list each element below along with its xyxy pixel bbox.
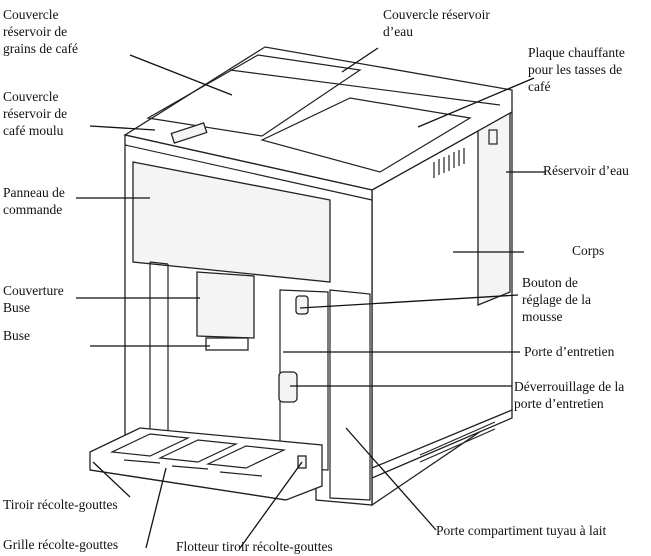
drip-grid-slots [109, 433, 287, 477]
rear-tube [419, 421, 496, 463]
label-door-unlock: Déverrouillage de la porte d’entretien [514, 378, 624, 412]
label-line: Corps [572, 243, 605, 258]
bean-lid-shape [146, 54, 362, 137]
control-panel-shape [132, 161, 331, 283]
label-drip-grid: Grille récolte-gouttes [3, 536, 118, 553]
label-line: café moulu [3, 123, 64, 138]
label-nozzle: Buse [3, 327, 30, 344]
label-line: Couvercle [3, 89, 59, 104]
service-door-shape [279, 289, 329, 471]
tank-window [488, 129, 498, 145]
label-water-lid: Couvercle réservoir d’eau [383, 6, 490, 40]
ground-lid-knob [170, 122, 208, 144]
label-froth-knob: Bouton de réglage de la mousse [522, 274, 591, 325]
label-line: Couverture [3, 283, 64, 298]
label-line: réservoir de [3, 106, 68, 121]
label-drip-float: Flotteur tiroir récolte-gouttes [176, 538, 333, 555]
door-unlock-shape [278, 371, 298, 403]
label-line: Grille récolte-gouttes [3, 537, 119, 552]
label-line: Bouton de [522, 275, 578, 290]
label-line: pour les tasses de [528, 62, 623, 77]
label-line: Buse [3, 300, 30, 315]
nozzle-cover-shape [196, 271, 255, 339]
label-bean-lid: Couvercle réservoir de grains de café [3, 6, 78, 57]
label-line: Plaque chauffante [528, 45, 625, 60]
label-line: Panneau de [3, 185, 65, 200]
label-line: Déverrouillage de la [514, 379, 625, 394]
label-line: Porte d’entretien [524, 344, 615, 359]
nozzle-shape [205, 337, 249, 351]
label-line: Tiroir récolte-gouttes [3, 497, 118, 512]
water-lid-shape [260, 97, 472, 173]
label-line: réservoir de [3, 24, 68, 39]
label-warmer: Plaque chauffante pour les tasses de caf… [528, 44, 625, 95]
label-line: Couvercle réservoir [383, 7, 490, 22]
label-line: commande [3, 202, 63, 217]
milk-door-shape [329, 289, 371, 501]
leader-lines [76, 47, 546, 549]
label-nozzle-cover: Couverture Buse [3, 282, 64, 316]
label-line: Flotteur tiroir récolte-gouttes [176, 539, 333, 554]
water-tank-shape [477, 107, 511, 306]
label-service-door: Porte d’entretien [524, 343, 614, 360]
label-line: d’eau [383, 24, 413, 39]
label-body: Corps [572, 242, 604, 259]
label-ground-lid: Couvercle réservoir de café moulu [3, 88, 67, 139]
label-line: Buse [3, 328, 30, 343]
label-line: Couvercle [3, 7, 59, 22]
froth-knob-shape [295, 295, 309, 315]
dispenser-housing [149, 261, 169, 455]
label-line: réglage de la [522, 292, 591, 307]
label-line: Réservoir d’eau [543, 163, 629, 178]
label-line: porte d’entretien [514, 396, 604, 411]
label-control-panel: Panneau de commande [3, 184, 65, 218]
label-line: grains de café [3, 41, 78, 56]
label-milk-door: Porte compartiment tuyau à lait [436, 522, 606, 539]
label-line: mousse [522, 309, 563, 324]
label-line: café [528, 79, 551, 94]
label-drip-tray: Tiroir récolte-gouttes [3, 496, 118, 513]
vent-grille [433, 148, 465, 178]
front-rim [124, 144, 373, 201]
label-line: Porte compartiment tuyau à lait [436, 523, 607, 538]
drip-tray-front [89, 469, 287, 501]
lid-seam [229, 69, 501, 106]
label-water-tank: Réservoir d’eau [543, 162, 629, 179]
